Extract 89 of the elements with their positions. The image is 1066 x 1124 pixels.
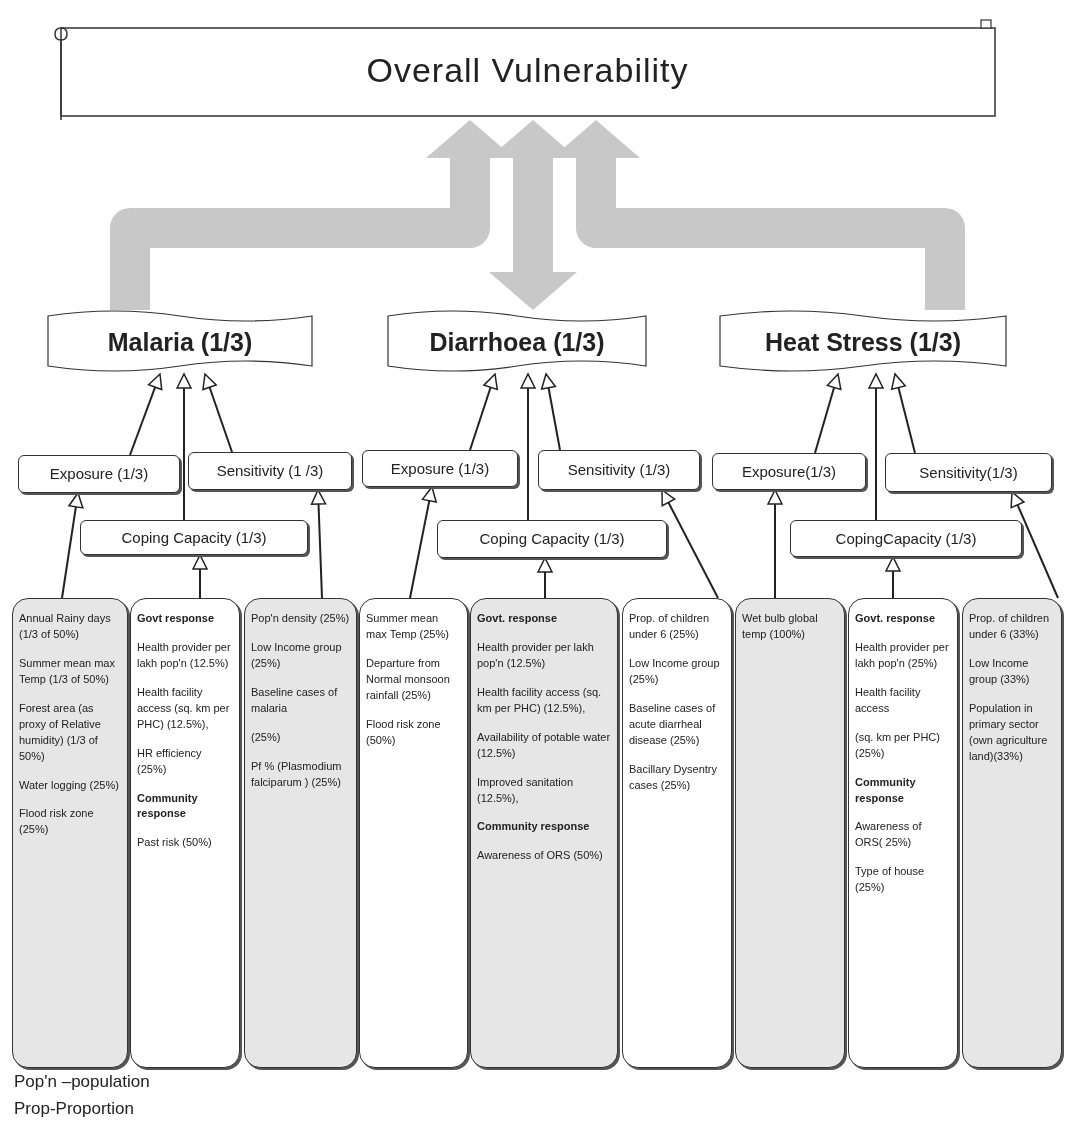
indicator-text: Departure from Normal monsoon rainfall (25%)	[366, 655, 451, 703]
arrow	[409, 486, 437, 599]
arrow	[540, 373, 561, 451]
component-box	[362, 450, 518, 487]
component-box	[437, 520, 667, 558]
indicator-column	[244, 598, 357, 1068]
indicator-text: Past risk (50%)	[137, 835, 212, 851]
indicator-text: Awareness of ORS( 25%)	[855, 819, 923, 851]
indicator-text: (sq. km per PHC)(25%)	[855, 729, 941, 761]
indicator-column	[962, 598, 1062, 1068]
indicator-text: Population in primary sector (own agriculture land)(33%)	[969, 700, 1049, 764]
indicator-text: Availability of potable water (12.5%)	[477, 729, 611, 761]
indicator-text: Low Income group (25%)	[251, 639, 343, 671]
indicator-text: Community response	[137, 790, 199, 822]
indicator-text: Low Income group (33%)	[969, 655, 1031, 687]
component-box	[538, 450, 700, 490]
box-label: Sensitivity (1 /3)	[216, 462, 324, 480]
indicator-text: Type of house (25%)	[855, 864, 926, 896]
box-label: Sensitivity (1/3)	[567, 461, 671, 479]
box-label: Exposure (1/3)	[49, 465, 149, 483]
indicator-text: Community response	[855, 774, 917, 806]
indicator-column	[130, 598, 240, 1068]
indicator-text: Flood risk zone (50%)	[366, 716, 442, 748]
indicator-text: Health provider per lakh pop'n (12.5%)	[477, 639, 595, 671]
arrow	[661, 489, 719, 599]
arrow	[61, 492, 84, 599]
arrow	[1010, 491, 1059, 599]
component-box	[188, 452, 352, 490]
box-label: Sensitivity(1/3)	[919, 463, 1018, 482]
indicator-text: Pf % (Plasmodium falciparum ) (25%)	[251, 758, 343, 790]
indicator-text: Health provider per lakh pop'n (12.5%)	[137, 639, 232, 671]
indicator-column	[470, 598, 618, 1068]
indicator-column	[622, 598, 732, 1068]
arrow	[767, 489, 783, 599]
box-label: Coping Capacity (1/3)	[479, 530, 625, 548]
arrow	[202, 373, 233, 453]
component-box	[18, 455, 180, 493]
arrow	[885, 556, 901, 599]
indicator-text: Govt response	[137, 611, 215, 626]
arrow	[469, 373, 498, 451]
component-box	[790, 520, 1022, 557]
indicator-text: Water logging (25%)	[19, 777, 119, 793]
indicator-text: Wet bulb global temp (100%)	[742, 611, 819, 642]
arrow	[129, 373, 163, 456]
indicator-text: Awareness of ORS (50%)	[477, 848, 603, 864]
abbreviation-note: Pop'n –population	[14, 1072, 150, 1092]
indicator-text: Community response	[477, 819, 590, 835]
indicator-text: Health facility access (sq. km per PHC) (12.5%),	[477, 684, 603, 716]
indicator-text: Govt. response	[477, 611, 558, 626]
arrow	[520, 373, 536, 521]
indicator-column	[848, 598, 958, 1068]
arrow	[537, 557, 553, 599]
arrow	[192, 554, 208, 599]
indicator-text: Health facility access	[855, 684, 922, 716]
block-arrow	[489, 120, 577, 310]
indicator-text: Summer mean max Temp (1/3 of 50%)	[19, 655, 116, 687]
indicator-column	[735, 598, 845, 1068]
box-label: Exposure (1/3)	[390, 459, 490, 478]
indicator-text: Health facility access (sq. km per PHC) (12.5%),	[137, 684, 231, 732]
arrow	[890, 373, 916, 454]
indicator-text: Summer mean max Temp (25%)	[366, 611, 450, 642]
indicator-text: Prop. of children under 6 (25%)	[629, 611, 711, 642]
abbreviation-note: Prop-Proportion	[14, 1099, 134, 1119]
indicator-text: Annual Rainy days (1/3 of 50%)	[19, 611, 112, 642]
indicator-text: Low Income group (25%)	[629, 655, 721, 687]
arrow	[176, 373, 192, 521]
indicator-text: Improved sanitation (12.5%),	[477, 774, 574, 806]
indicator-text: (25%)	[251, 729, 281, 745]
indicator-text: Flood risk zone (25%)	[19, 806, 95, 838]
box-label: Coping Capacity (1/3)	[121, 528, 267, 547]
indicator-text: Bacillary Dysentry cases (25%)	[629, 761, 719, 793]
component-box	[80, 520, 308, 555]
indicator-text: Pop'n density (25%)	[251, 611, 350, 626]
indicator-text: Baseline cases of malaria	[251, 684, 339, 716]
indicator-column	[12, 598, 128, 1068]
indicator-text: HR efficiency (25%)	[137, 745, 203, 777]
arrow	[868, 373, 884, 521]
arrow	[814, 373, 842, 454]
indicator-column	[359, 598, 468, 1068]
arrow	[310, 489, 327, 599]
indicator-text: Prop. of children under 6 (33%)	[969, 611, 1051, 642]
component-box	[712, 453, 866, 490]
box-label: Exposure(1/3)	[741, 462, 837, 481]
box-label: CopingCapacity (1/3)	[835, 529, 977, 548]
indicator-text: Govt. response	[855, 611, 936, 626]
component-box	[885, 453, 1052, 492]
indicator-text: Baseline cases of acute diarrheal disease (25%)	[629, 700, 717, 748]
indicator-text: Forest area (as proxy of Relative humidity) (1/3 of 50%)	[19, 700, 102, 764]
indicator-text: Health provider per lakh pop'n (25%)	[855, 639, 950, 671]
